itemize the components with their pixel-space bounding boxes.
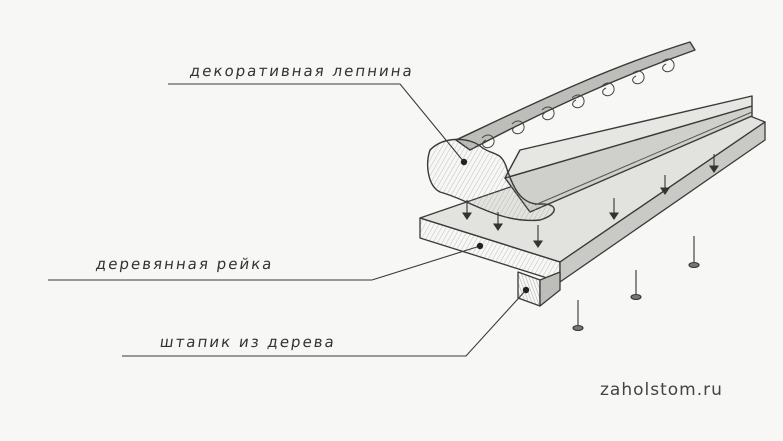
nails <box>572 236 700 332</box>
leader-lines <box>48 83 527 357</box>
down-arrow-icon <box>708 154 720 173</box>
leader-molding <box>168 83 465 163</box>
down-arrow-icon <box>492 212 504 231</box>
down-arrow-icon <box>532 225 544 248</box>
label-wooden-bead: штапик из дерева <box>158 333 338 351</box>
down-arrow-icon <box>461 200 473 220</box>
decorative-molding <box>427 41 753 222</box>
molding-end-profile <box>427 138 555 222</box>
label-decorative-molding: декоративная лепнина <box>188 62 416 80</box>
nail-icon <box>630 270 642 301</box>
molding-cove <box>504 95 753 179</box>
leader-bead <box>122 289 527 357</box>
down-arrow-icon <box>608 198 620 220</box>
molding-ornament <box>481 58 675 149</box>
down-arrows <box>461 154 720 248</box>
site-watermark: zaholstom.ru <box>600 380 723 400</box>
nail-icon <box>572 300 584 332</box>
down-arrow-icon <box>659 175 671 195</box>
nail-icon <box>688 236 700 269</box>
leader-slat <box>48 245 481 281</box>
leader-dots <box>460 158 530 294</box>
label-wooden-slat: деревянная рейка <box>94 255 275 273</box>
bead-side-face <box>539 271 561 307</box>
